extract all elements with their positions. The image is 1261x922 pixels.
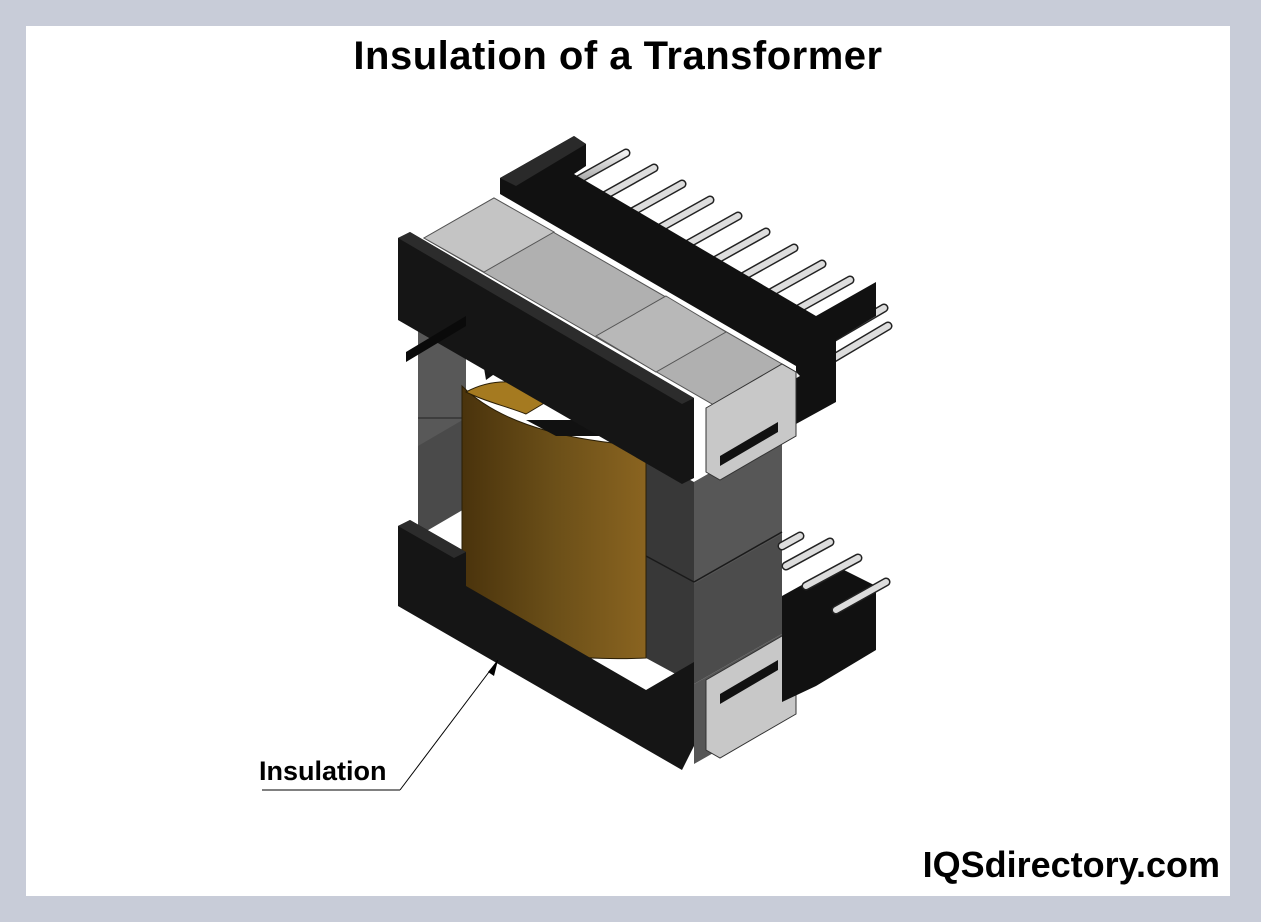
core-right-column-front	[646, 456, 694, 684]
top-front-bobbin-flange	[398, 232, 694, 484]
callout-leader	[399, 659, 499, 791]
bottom-rear-bobbin-rail	[782, 566, 876, 702]
brand-watermark: IQSdirectory.com	[922, 844, 1220, 885]
insulation-label: Insulation	[259, 756, 387, 786]
page-title: Insulation of a Transformer	[353, 34, 883, 78]
transformer-illustration	[262, 136, 893, 791]
bottom-pins	[777, 531, 891, 615]
top-core-clip	[705, 363, 797, 481]
top-rear-bobbin-rail	[500, 136, 876, 424]
diagram-canvas: Insulation of a Transformer	[26, 26, 1230, 896]
bottom-bobbin-flange	[398, 520, 694, 770]
